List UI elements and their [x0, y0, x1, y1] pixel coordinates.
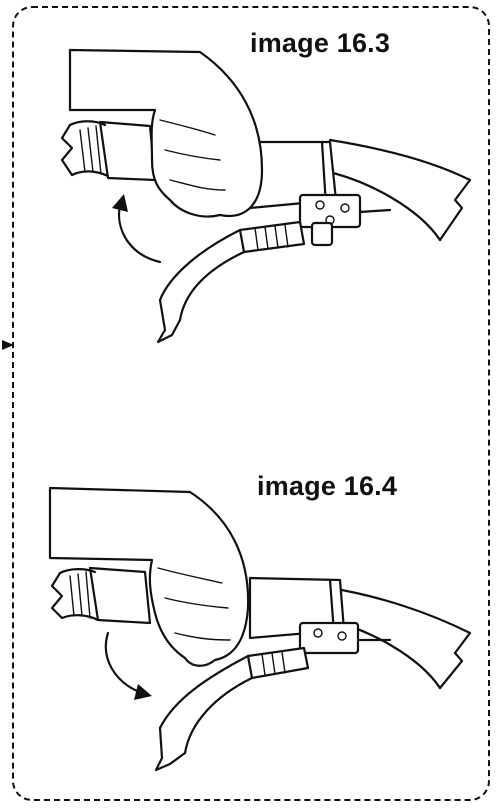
illustration-nozzle-removal	[0, 30, 496, 360]
illustration-nozzle-install	[0, 468, 496, 798]
